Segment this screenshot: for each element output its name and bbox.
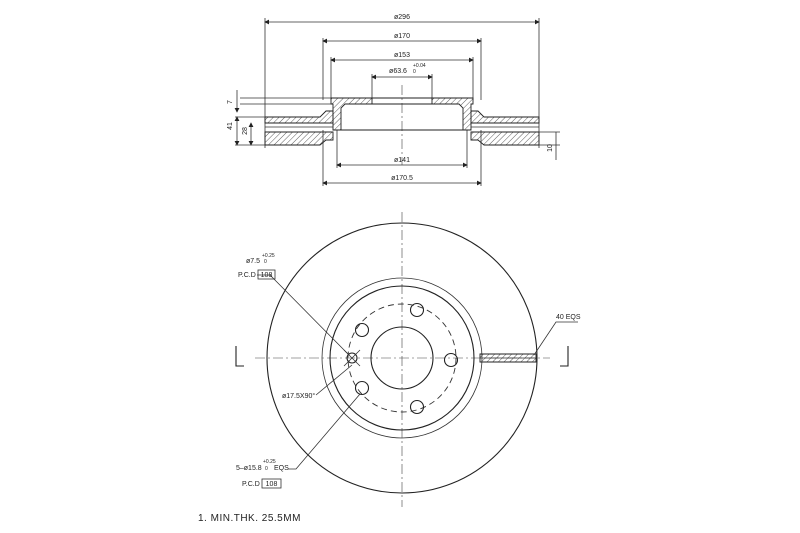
min-thickness-note: 1. MIN.THK. 25.5MM [198,513,301,524]
pcd-circle [347,303,457,413]
pcd-label-2: P.C.D [242,481,260,488]
stud-holes-text: 5–ø15.8 [236,465,262,472]
pcd-value-2: 108 [266,481,278,488]
section-hat [330,97,474,131]
hat-right-section [431,97,474,131]
pcd-label-1: P.C.D [238,272,256,279]
pcd-value-1: 108 [261,272,273,279]
dim-63-tol-lower: 0 [413,69,416,75]
locating-hole [346,352,358,364]
stud-holes-tol-lower: 0 [265,466,268,472]
dim-63-tol-upper: +0.04 [413,63,426,69]
rotor-left-top-plate [264,110,334,124]
pcd-box-2 [261,478,282,489]
stud-hole-1 [409,302,425,318]
stud-hole-3 [409,399,425,415]
section-marker-right [560,346,569,367]
leader-angle [315,364,353,396]
bolt-hole-tol-upper: +0.25 [262,253,275,259]
vent-label-text: 40 EQS [556,314,581,321]
bolt-hole-dia-text: ø7.5 [246,258,260,265]
dim-10-text: 10 [547,144,554,152]
dim-28-text: 28 [242,127,249,135]
center-bore [370,326,434,390]
section-marker-left [235,346,244,367]
dim-141-text: ø141 [394,157,410,164]
front-view: ø7.5 +0.25 0 P.C.D 108 ø17.5X90° 5–ø15.8… [235,212,581,507]
rotor-left-bottom-plate [264,131,334,146]
locating-hole-cross-2 [343,349,361,367]
vent-slot [479,353,537,363]
stud-hole-5 [354,322,370,338]
pcd-box-1 [257,269,276,280]
rotor-right-top-plate [470,110,540,124]
leader-stud-holes [288,393,361,470]
leader-vent [533,321,578,356]
section-rotor-right [470,110,540,146]
dim-63-text: ø63.6 [389,68,407,75]
angle-dim-text: ø17.5X90° [282,392,315,400]
hat-left-section [330,97,373,131]
section-rotor-left [264,110,334,146]
stud-holes-suffix: EQS [274,465,289,472]
rotor-outer-edge [266,222,538,494]
stud-hole-4 [354,380,370,396]
rotor-right-bottom-plate [470,131,540,146]
dim-153-text: ø153 [394,52,410,59]
stud-hole-2 [443,352,459,368]
dim-170-text: ø170 [394,33,410,40]
leader-bolt-hole [257,274,349,355]
dim-296-text: ø296 [394,14,410,21]
dim-7-text: 7 [227,100,234,104]
bolt-hole-tol-lower: 0 [264,259,267,265]
section-view: ø296 ø170 ø153 ø63.6 +0.04 0 ø141 ø170.5 [227,14,560,186]
hat-outer-edge [329,285,475,431]
dim-41-text: 41 [227,122,234,130]
stud-holes-tol-upper: +0.25 [263,459,276,465]
dim-170-5-text: ø170.5 [391,175,413,182]
